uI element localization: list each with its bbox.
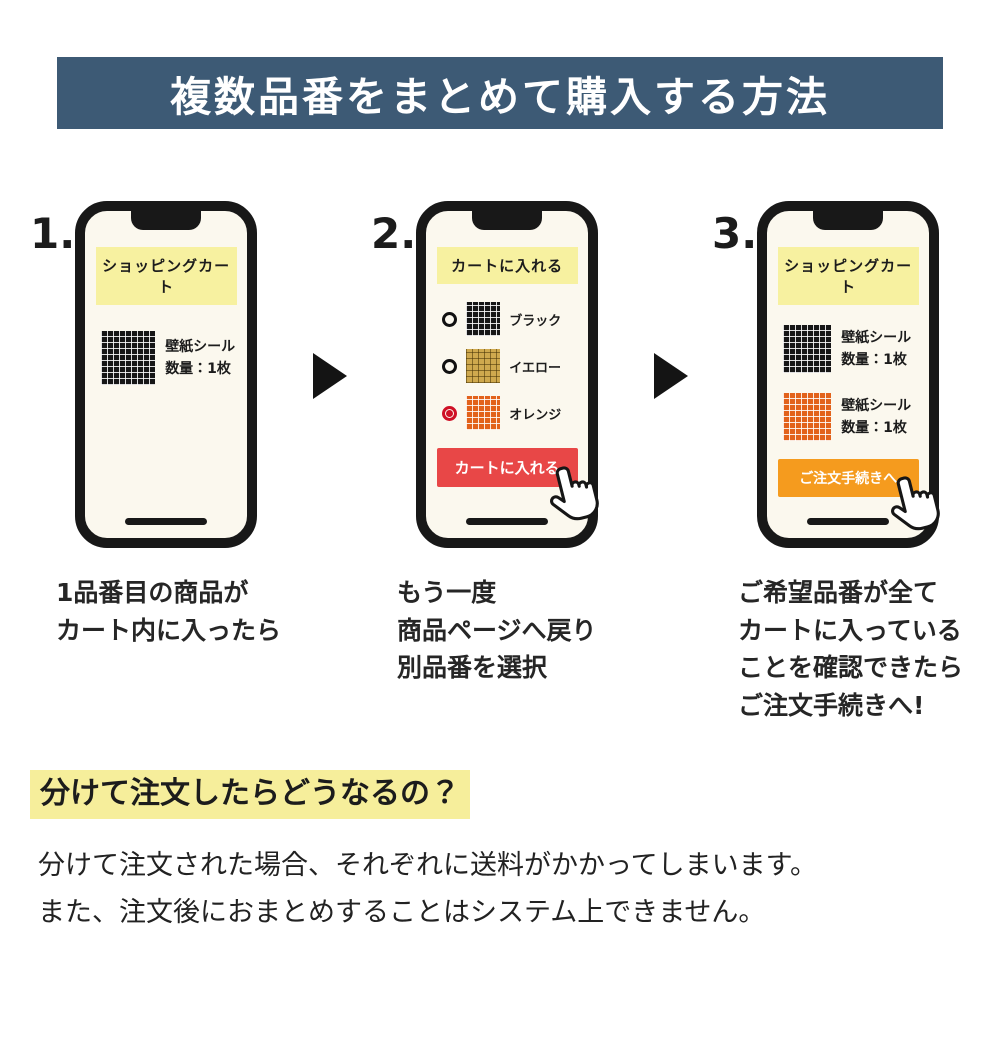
phone-mockup-3: ショッピングカート 壁紙シール 数量：1枚 壁紙シール 数量：1枚 <box>757 201 940 548</box>
cart-item: 壁紙シール 数量：1枚 <box>783 325 929 373</box>
step-3: 3. ショッピングカート 壁紙シール 数量：1枚 壁紙シール 数量：1枚 <box>712 201 970 724</box>
color-options: ブラック イエロー オレンジ <box>442 302 588 430</box>
phone-home-bar <box>807 518 890 525</box>
radio-selected-icon[interactable] <box>442 405 458 421</box>
hand-cursor-icon <box>549 466 599 521</box>
item-name: 壁紙シール <box>841 397 912 414</box>
option-label: ブラック <box>509 313 562 329</box>
option-label: イエロー <box>509 360 562 376</box>
item-name: 壁紙シール <box>165 338 236 355</box>
arrow-right-icon <box>653 353 688 399</box>
step-3-caption: ご希望品番が全て カートに入っている ことを確認できたら ご注文手続きへ! <box>738 578 964 720</box>
question-heading: 分けて注文したらどうなるの？ <box>30 770 470 819</box>
cart-item: 壁紙シール 数量：1枚 <box>783 393 929 441</box>
hand-cursor-icon <box>890 476 940 531</box>
step-1-caption: 1品番目の商品が カート内に入ったら <box>56 578 282 645</box>
arrow-right-icon <box>312 353 347 399</box>
option-label: オレンジ <box>509 407 562 423</box>
step-1: 1. ショッピングカート 壁紙シール 数量：1枚 1品番目の商品が カート内に入… <box>30 201 288 649</box>
cart-item: 壁紙シール 数量：1枚 <box>101 331 247 385</box>
step-3-number: 3. <box>712 209 758 258</box>
checkout-button[interactable]: ご注文手続きへ <box>777 459 919 497</box>
swatch-yellow-icon <box>466 349 501 383</box>
steps-row: 1. ショッピングカート 壁紙シール 数量：1枚 1品番目の商品が カート内に入… <box>0 201 1000 724</box>
phone-home-bar <box>125 518 208 525</box>
item-qty: 数量：1枚 <box>165 361 231 377</box>
add-to-cart-header: カートに入れる <box>436 247 578 284</box>
phone-notch <box>813 210 884 230</box>
add-to-cart-button[interactable]: カートに入れる <box>436 448 578 487</box>
step-2: 2. カートに入れる ブラック イエロー <box>371 201 629 687</box>
question-heading-wrap: 分けて注文したらどうなるの？ <box>30 768 1000 819</box>
cart-header-3: ショッピングカート <box>777 247 919 305</box>
step-1-number: 1. <box>30 209 76 258</box>
phone-notch <box>131 210 202 230</box>
page-title: 複数品番をまとめて購入する方法 <box>170 73 830 121</box>
swatch-orange-icon <box>466 396 501 430</box>
phone-notch <box>472 210 543 230</box>
swatch-black-icon <box>783 325 832 373</box>
radio-unselected-icon[interactable] <box>442 311 458 327</box>
swatch-black-icon <box>101 331 156 385</box>
color-option-yellow[interactable]: イエロー <box>442 349 588 383</box>
radio-unselected-icon[interactable] <box>442 358 458 374</box>
phone-home-bar <box>466 518 549 525</box>
title-banner: 複数品番をまとめて購入する方法 <box>57 57 943 129</box>
color-option-black[interactable]: ブラック <box>442 302 588 336</box>
swatch-orange-icon <box>783 393 832 441</box>
item-name: 壁紙シール <box>841 329 912 346</box>
phone-mockup-1: ショッピングカート 壁紙シール 数量：1枚 <box>75 201 258 548</box>
item-qty: 数量：1枚 <box>841 352 907 368</box>
item-qty: 数量：1枚 <box>841 420 907 436</box>
note-text: 分けて注文された場合、それぞれに送料がかかってしまいます。 また、注文後におまと… <box>38 850 817 929</box>
swatch-black-icon <box>466 302 501 336</box>
step-2-caption: もう一度 商品ページへ戻り 別品番を選択 <box>397 578 597 682</box>
cart-header-1: ショッピングカート <box>95 247 237 305</box>
step-2-number: 2. <box>371 209 417 258</box>
phone-mockup-2: カートに入れる ブラック イエロー オレンジ <box>416 201 599 548</box>
color-option-orange[interactable]: オレンジ <box>442 396 588 430</box>
